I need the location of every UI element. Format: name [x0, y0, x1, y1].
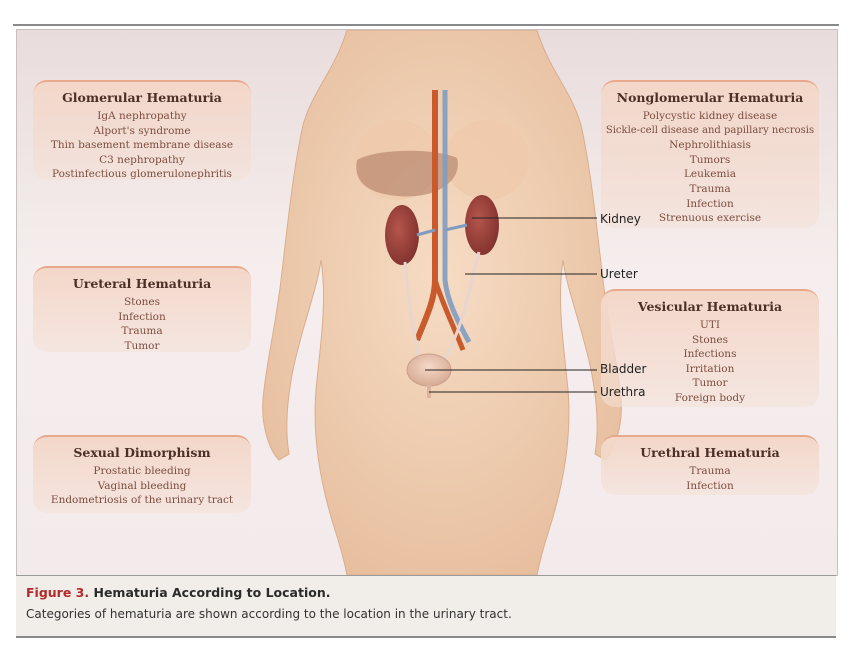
glomerular-title: Glomerular Hematuria	[62, 90, 222, 105]
nonglomerular-item: Tumors	[689, 153, 731, 166]
urethral-item: Trauma	[689, 465, 731, 477]
urethral-item: Infection	[686, 479, 734, 492]
caption-title: Hematuria According to Location.	[93, 585, 331, 600]
sexual-item: Vaginal bleeding	[97, 479, 187, 492]
ureter-left	[403, 261, 423, 366]
glomerular-item: C3 nephropathy	[99, 153, 185, 166]
glomerular-item: Alport's syndrome	[93, 124, 191, 137]
chest-right	[445, 120, 529, 200]
ureteral-title: Ureteral Hematuria	[72, 276, 212, 291]
aorta-branch	[432, 279, 466, 351]
nonglomerular-item: Leukemia	[683, 168, 737, 181]
bladder-label: Bladder	[600, 362, 647, 376]
ureteral-box: Ureteral Hematuria Stones Infection Trau…	[33, 266, 251, 352]
kidney-right	[465, 195, 499, 255]
sexual-box: Sexual Dimorphism Prostatic bleeding Vag…	[33, 435, 251, 513]
vesicular-item: Infections	[683, 348, 737, 361]
nonglomerular-item: Infection	[686, 197, 734, 210]
glomerular-box: Glomerular Hematuria IgA nephropathy Alp…	[33, 80, 251, 180]
nonglomerular-item: Sickle-cell disease and papillary necros…	[605, 124, 815, 136]
ureteral-item: Trauma	[121, 325, 163, 338]
ureteral-item: Stones	[123, 296, 161, 308]
urethral-title: Urethral Hematuria	[640, 445, 780, 460]
anatomy-illustration	[262, 30, 622, 575]
nonglomerular-title: Nonglomerular Hematuria	[616, 90, 804, 105]
urethral-box: Urethral Hematuria Trauma Infection	[601, 435, 819, 495]
nonglomerular-box: Nonglomerular Hematuria Polycystic kidne…	[601, 80, 819, 228]
sexual-item: Endometriosis of the urinary tract	[50, 494, 234, 507]
ureter-right	[439, 251, 481, 366]
sexual-item: Prostatic bleeding	[93, 465, 191, 477]
figure-label: Figure 3.	[26, 585, 90, 600]
urethra-label: Urethra	[600, 385, 646, 399]
vesicular-item: Tumor	[692, 377, 728, 390]
figure-caption: Figure 3. Hematuria According to Locatio…	[16, 575, 836, 638]
nonglomerular-item: Polycystic kidney disease	[642, 110, 778, 122]
sexual-title: Sexual Dimorphism	[73, 445, 211, 460]
glomerular-item: IgA nephropathy	[97, 110, 187, 122]
nonglomerular-item: Trauma	[689, 182, 731, 195]
vena-cava	[442, 90, 472, 344]
nonglomerular-item: Strenuous exercise	[658, 212, 762, 225]
nonglomerular-item: Nephrolithiasis	[669, 139, 751, 152]
vesicular-box: Vesicular Hematuria UTI Stones Infection…	[601, 289, 819, 407]
glomerular-item: Postinfectious glomerulonephritis	[52, 168, 232, 181]
top-rule	[13, 24, 839, 26]
ureter-label: Ureter	[600, 267, 638, 281]
figure-panel: Glomerular Hematuria IgA nephropathy Alp…	[16, 29, 838, 576]
renal-vessels	[416, 223, 468, 237]
vesicular-item: Foreign body	[674, 391, 746, 404]
caption-title-line: Figure 3. Hematuria According to Locatio…	[26, 585, 330, 600]
vesicular-item: UTI	[699, 319, 720, 331]
ureteral-item: Infection	[118, 310, 166, 323]
kidney-left	[385, 205, 419, 265]
vesicular-title: Vesicular Hematuria	[637, 299, 783, 314]
vesicular-item: Irritation	[685, 362, 735, 375]
caption-text: Categories of hematuria are shown accord…	[26, 607, 512, 621]
kidney-label: Kidney	[600, 212, 641, 226]
ureteral-item: Tumor	[124, 339, 160, 352]
vesicular-item: Stones	[691, 333, 729, 346]
glomerular-item: Thin basement membrane disease	[50, 139, 234, 152]
